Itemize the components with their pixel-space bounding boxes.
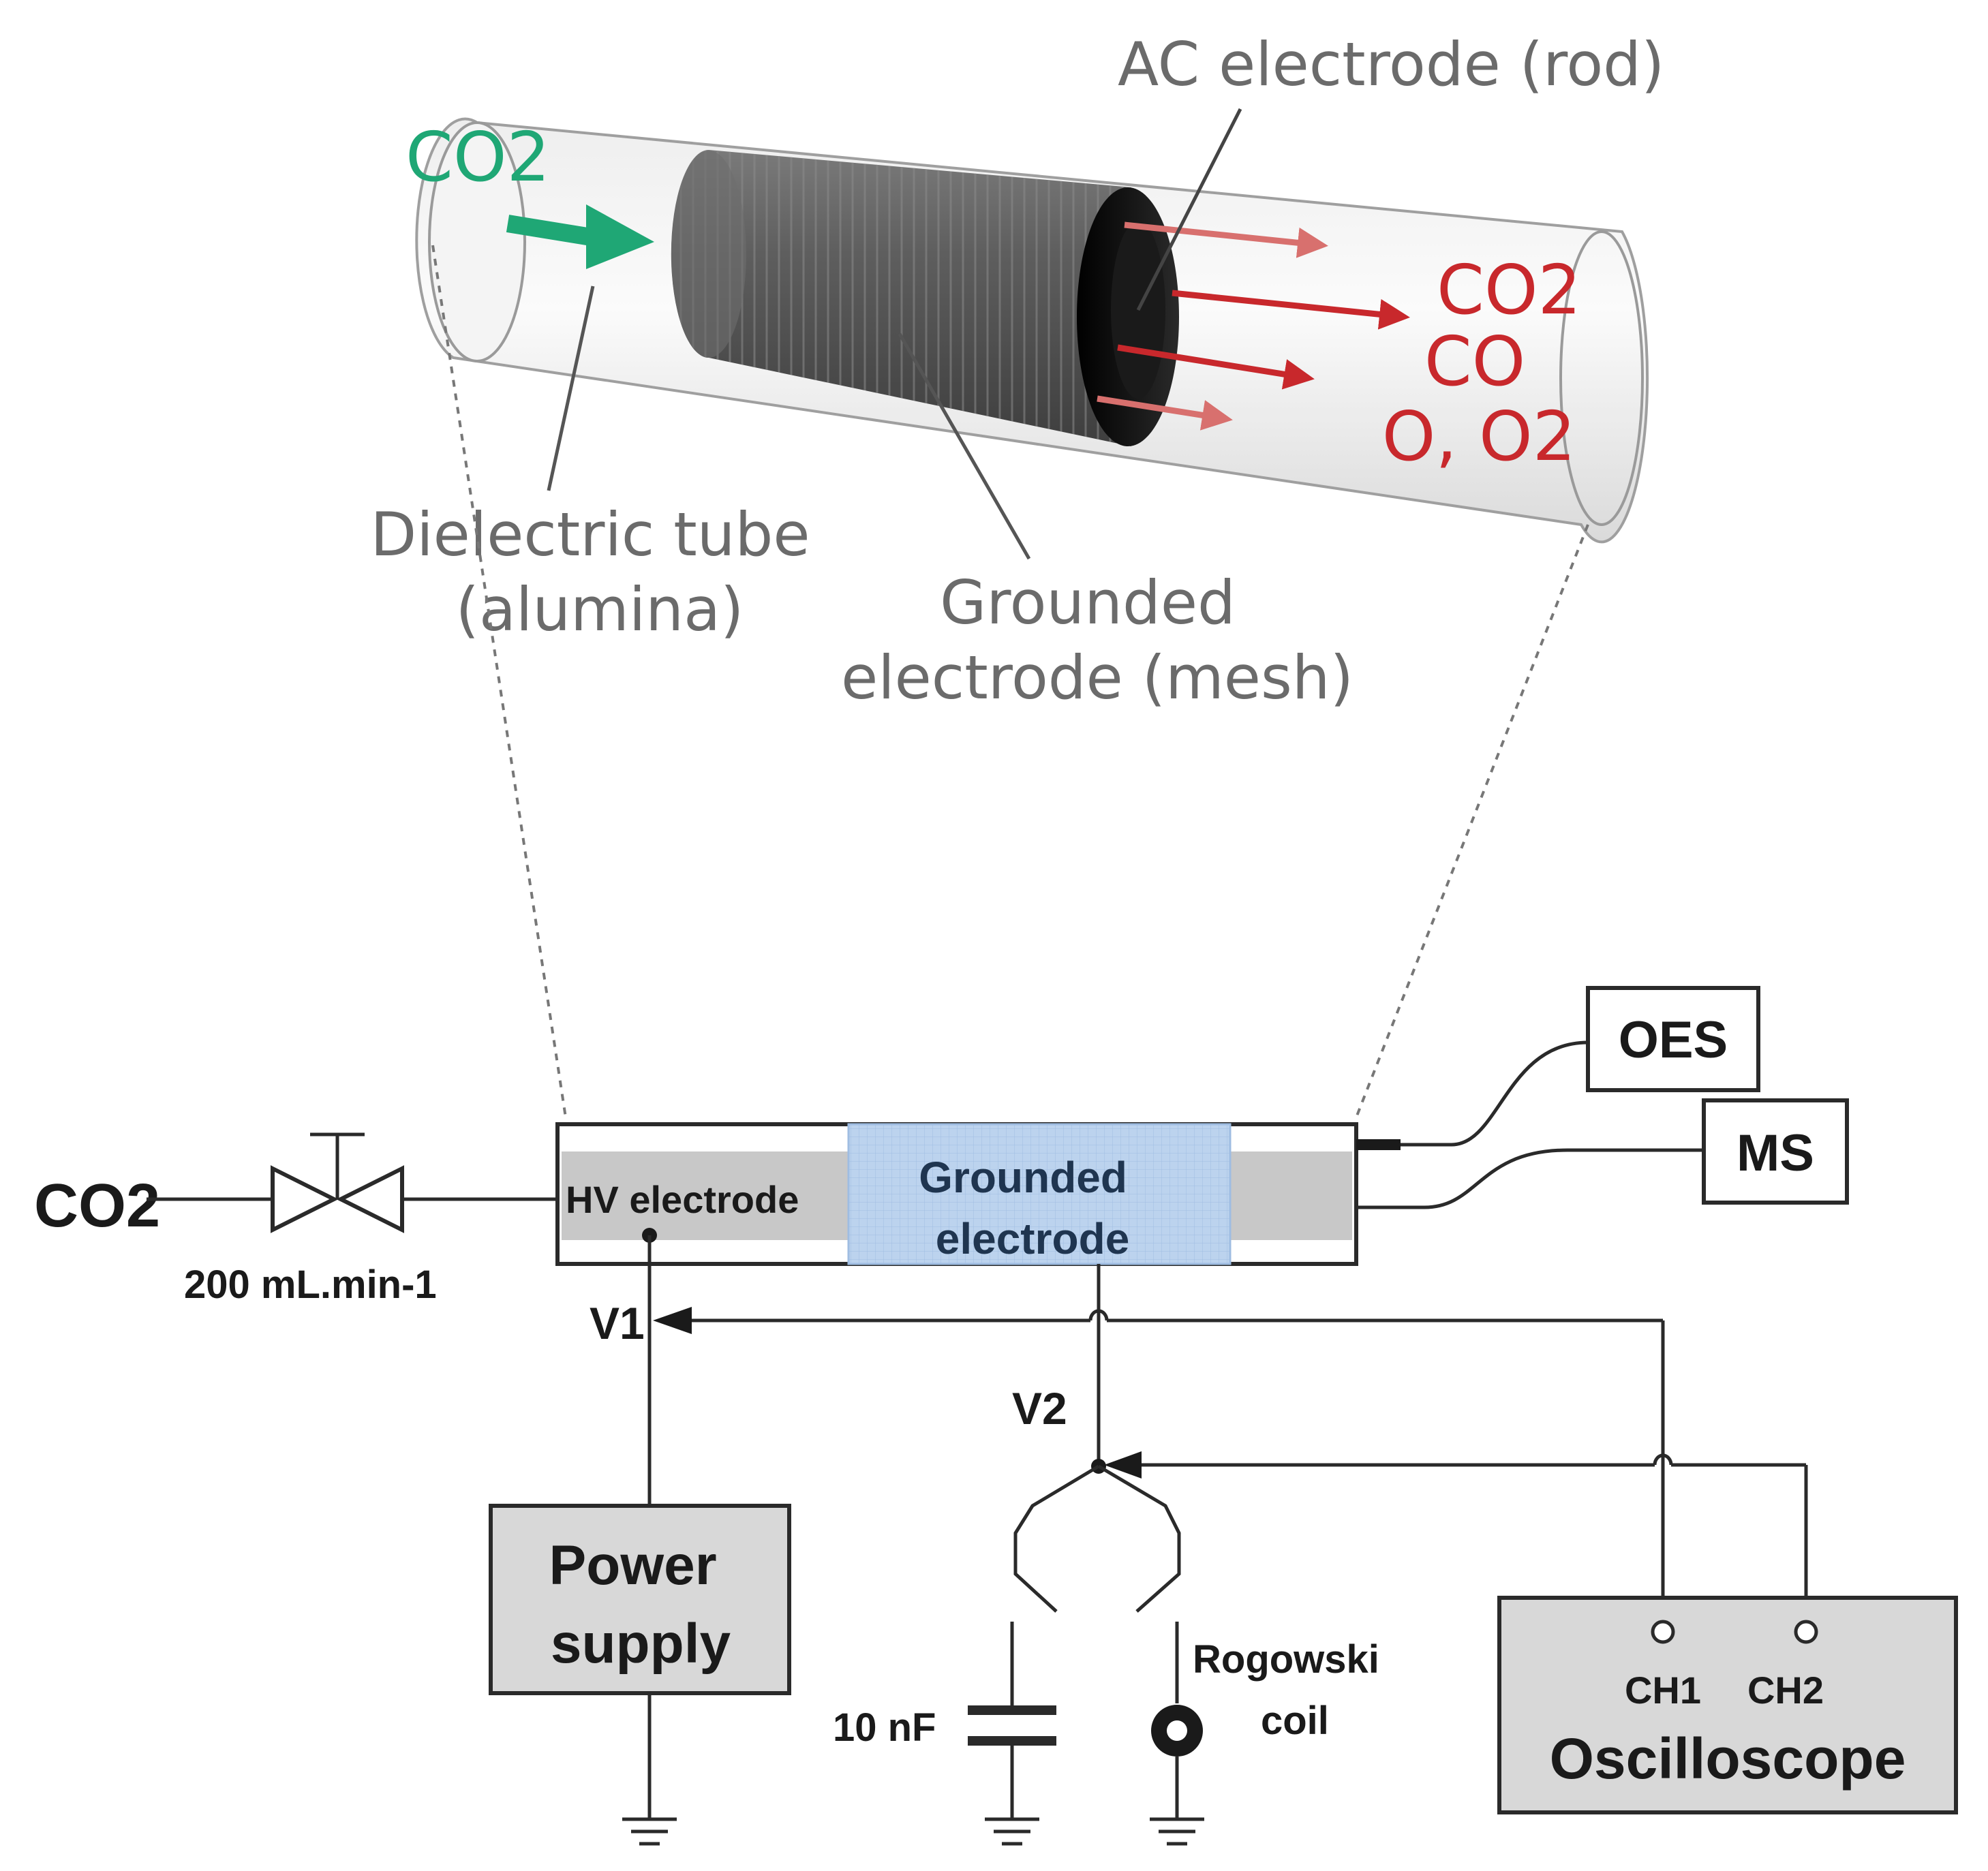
reactor-3d-view: AC electrode (rod) CO2 Dielectric tube (…: [370, 29, 1664, 1118]
rogowski-coil-icon: [1150, 1622, 1204, 1846]
power-supply-box[interactable]: [489, 1504, 791, 1695]
tube-inlet-rim: [428, 121, 526, 362]
switch-branches: [1013, 1464, 1181, 1613]
outlet-probe: [1356, 1139, 1401, 1150]
circuit-inlet-label: CO2: [34, 1172, 160, 1240]
v2-label: V2: [1012, 1383, 1067, 1434]
zoom-line-right: [1355, 524, 1589, 1118]
capacitor-icon: [968, 1622, 1056, 1846]
product-arrows: [1097, 221, 1410, 431]
grounded-electrode-label: Grounded electrode: [919, 1153, 1140, 1263]
capacitor-label: 10 nF: [833, 1705, 936, 1750]
rogowski-label: Rogowski coil: [1193, 1637, 1390, 1743]
ms-box[interactable]: [1702, 1098, 1849, 1205]
hv-electrode-label: HV electrode: [566, 1178, 799, 1221]
ch1-port[interactable]: [1651, 1620, 1675, 1644]
ground-icon: [622, 1693, 677, 1846]
inlet-gas-label: CO2: [406, 117, 550, 197]
ac-electrode-label: AC electrode (rod): [1118, 29, 1664, 99]
inlet-arrow: [506, 204, 654, 269]
ch2-port[interactable]: [1794, 1620, 1818, 1644]
ac-electrode-leader: [1136, 108, 1242, 311]
grounded-electrode-block: [847, 1123, 1232, 1265]
dielectric-tube-label: Dielectric tube (alumina): [370, 499, 829, 645]
power-supply-label: Power supply: [549, 1534, 733, 1675]
oscilloscope-box[interactable]: [1497, 1596, 1958, 1814]
flow-rate-label: 200 mL.min-1: [184, 1263, 437, 1307]
grounded-mesh-label: Grounded electrode (mesh): [841, 568, 1354, 713]
oes-label: OES: [1619, 1011, 1728, 1069]
zoom-line-left: [431, 245, 567, 1118]
ms-label: MS: [1737, 1124, 1814, 1182]
v1-label: V1: [590, 1298, 645, 1348]
ch2-label: CH2: [1747, 1669, 1824, 1712]
circuit-schematic: CO2 200 mL.min-1 HV electrode Grounded e…: [34, 986, 1958, 1846]
ch1-label: CH1: [1625, 1669, 1701, 1712]
flow-valve-icon[interactable]: [271, 1132, 404, 1233]
grounded-mesh-leader: [898, 333, 1031, 560]
v1-arrow-icon: [653, 1307, 692, 1334]
v2-arrow-icon: [1104, 1451, 1142, 1479]
oscilloscope-label: Oscilloscope: [1550, 1727, 1906, 1791]
tube-outlet-rim: [1559, 230, 1644, 526]
products-label: CO2 CO O, O2: [1382, 250, 1603, 476]
oes-box[interactable]: [1586, 986, 1760, 1092]
dielectric-tube-leader: [547, 285, 595, 491]
